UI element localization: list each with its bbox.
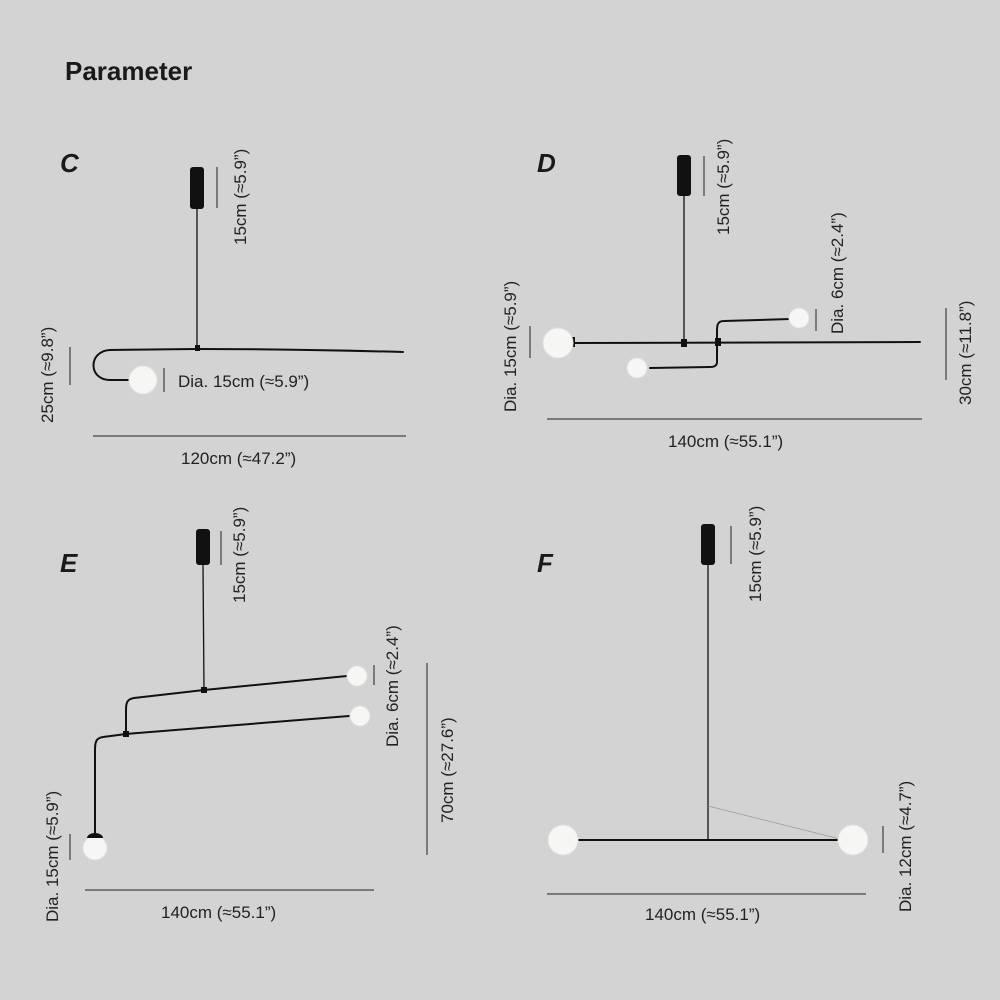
upper-arm (125, 675, 348, 735)
main-arm (573, 341, 921, 344)
dim-canopy-height: 15cm (≈5.9”) (230, 507, 249, 603)
globe-cap (87, 833, 103, 838)
dim-large-globe-diameter: Dia. 15cm (≈5.9”) (501, 281, 520, 412)
arm-joint-upper (201, 687, 207, 693)
page-title: Parameter (65, 56, 192, 86)
dim-small-globe-diameter: Dia. 6cm (≈2.4”) (828, 212, 847, 334)
small-globe-shade-right (788, 307, 810, 329)
large-globe-shade (82, 835, 108, 861)
variant-e: E 15cm (≈5.9”) Dia. 6cm (≈2.4”) 70cm (≈2… (43, 507, 457, 922)
dim-large-globe-diameter: Dia. 15cm (≈5.9”) (43, 791, 62, 922)
canopy (196, 529, 210, 565)
canopy (701, 524, 715, 565)
small-globe-shade-left (626, 357, 648, 379)
canopy (190, 167, 204, 209)
support-wire (707, 805, 841, 840)
rod-joint (195, 345, 200, 351)
variant-d-label: D (537, 148, 556, 178)
left-globe-shade (547, 824, 579, 856)
dim-drop: 25cm (≈9.8”) (38, 327, 57, 423)
arm-joint-lower (123, 731, 129, 737)
variant-c-label: C (60, 148, 80, 178)
dim-canopy-height: 15cm (≈5.9”) (714, 139, 733, 235)
dim-canopy-height: 15cm (≈5.9”) (231, 149, 250, 245)
dim-globe-diameter: Dia. 15cm (≈5.9”) (178, 372, 309, 391)
arm-joint (715, 338, 721, 346)
variant-d: D 15cm (≈5.9”) Dia. 15cm (≈5.9”) Dia. 6c… (501, 139, 975, 451)
small-globe-shade-upper (346, 665, 368, 687)
canopy (677, 155, 691, 196)
variant-e-label: E (60, 548, 78, 578)
globe-shade (128, 365, 158, 395)
large-globe-shade (542, 327, 574, 359)
dim-height: 70cm (≈27.6”) (438, 717, 457, 823)
suspension-rod (202, 564, 205, 691)
dim-width: 140cm (≈55.1”) (161, 903, 276, 922)
lamp-arm (92, 348, 404, 381)
lower-arm (94, 715, 350, 837)
right-globe-shade (837, 824, 869, 856)
variant-c: C 15cm (≈5.9”) 25cm (≈9.8”) Dia. 15cm (≈… (38, 148, 406, 468)
small-globe-shade-lower (349, 705, 371, 727)
dim-width: 140cm (≈55.1”) (668, 432, 783, 451)
dim-width: 140cm (≈55.1”) (645, 905, 760, 924)
dim-height: 30cm (≈11.8”) (956, 301, 975, 405)
dim-small-globe-diameter: Dia. 6cm (≈2.4”) (383, 625, 402, 747)
variant-f-label: F (537, 548, 554, 578)
dim-globe-diameter: Dia. 12cm (≈4.7”) (896, 781, 915, 912)
dim-canopy-height: 15cm (≈5.9”) (746, 506, 765, 602)
variant-f: F 15cm (≈5.9”) Dia. 12cm (≈4.7”) 140cm (… (537, 506, 915, 924)
dim-width: 120cm (≈47.2”) (181, 449, 296, 468)
offset-arm (649, 318, 791, 369)
